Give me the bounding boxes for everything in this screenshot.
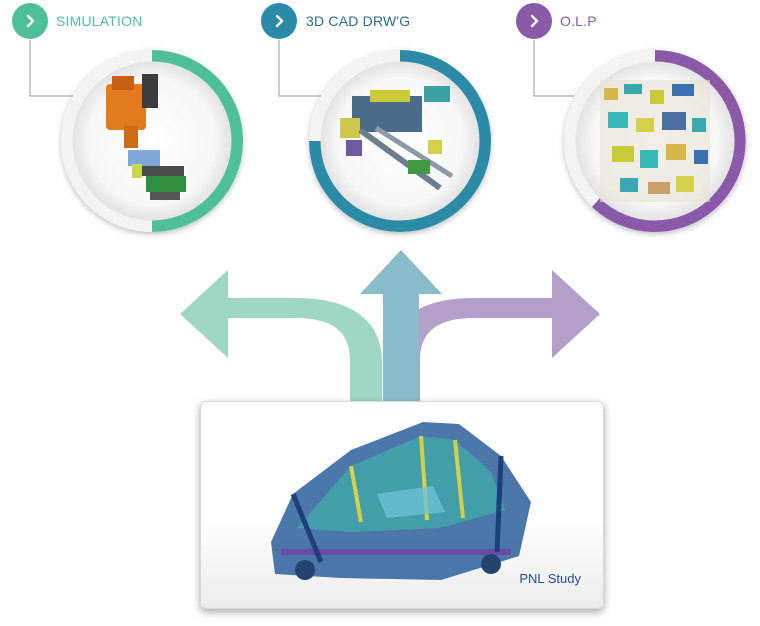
cad-badge[interactable]	[261, 3, 297, 39]
connector-simulation	[29, 40, 80, 97]
cad-label: 3D CAD DRW'G	[306, 13, 411, 29]
olp-label: O.L.P	[560, 13, 597, 29]
arrow-right	[388, 270, 600, 402]
connector-cad	[278, 40, 322, 97]
chevron-right-icon	[275, 14, 284, 28]
simulation-badge[interactable]	[12, 3, 48, 39]
chevron-right-icon	[530, 14, 539, 28]
olp-badge[interactable]	[516, 3, 552, 39]
arrow-left	[180, 270, 382, 402]
pnl-study-caption: PNL Study	[519, 571, 581, 586]
pnl-study-card[interactable]: PNL Study	[200, 401, 604, 609]
car-body-image	[271, 422, 531, 580]
cad-fixture-image	[340, 86, 454, 191]
simulation-robot-image	[106, 74, 186, 200]
olp-cell-layout-image	[600, 80, 710, 202]
arrow-center	[360, 250, 442, 402]
connector-olp	[533, 40, 574, 97]
chevron-right-icon	[26, 14, 35, 28]
simulation-label: SIMULATION	[56, 13, 143, 29]
